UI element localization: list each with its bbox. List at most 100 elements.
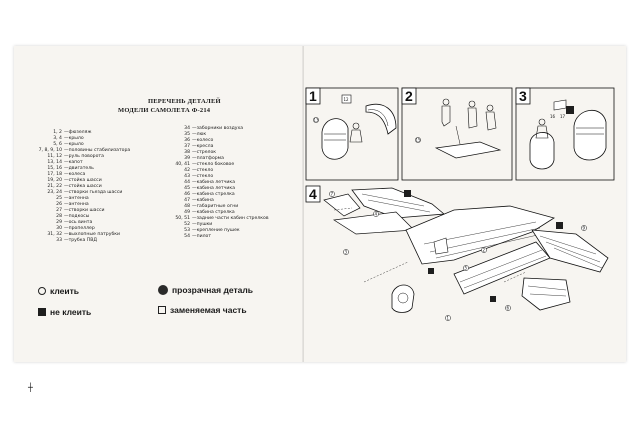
part-name: колеса <box>68 172 86 177</box>
part-name: стекло <box>196 174 214 179</box>
part-row: 1, 2— фюзеляж <box>14 130 130 136</box>
upper-wing-left-ribs <box>361 193 431 213</box>
part-name: ось винта <box>68 220 93 225</box>
step-1-callout-a: 12 <box>344 97 350 102</box>
callout-7: 7 <box>331 192 334 197</box>
part-number: 5, 6 <box>53 142 62 147</box>
part-row: 38— стрелок <box>174 150 269 156</box>
part-number: 15, 16 <box>47 166 62 171</box>
part-name: крепление пушек <box>196 228 240 233</box>
part-row: 49— кабина стрелка <box>174 210 269 216</box>
part-name: кабина летчика <box>196 186 236 191</box>
part-row: 47— кабина <box>174 198 269 204</box>
part-number: 1, 2 <box>53 130 62 135</box>
part-name: платформа <box>196 156 224 161</box>
part-row: 54— пилот <box>174 234 269 240</box>
step-4-panel: 4 3 4 <box>305 185 609 321</box>
part-name: капот <box>68 160 83 165</box>
part-row: 21, 22— стойка шасси <box>14 184 130 190</box>
step-2-figure-3-head <box>486 104 494 112</box>
part-row: 36— колесо <box>174 138 269 144</box>
callout-1: 1 <box>447 316 450 321</box>
part-row: 34— заборники воздуха <box>174 126 269 132</box>
callout-circle-5 <box>463 265 469 271</box>
step-4-number-box <box>305 185 321 203</box>
part-row: 33— трубка ПВД <box>14 238 130 244</box>
engine-cowling <box>391 284 415 313</box>
part-number: 19, 20 <box>47 178 62 183</box>
stabilizer-left <box>323 193 361 217</box>
engine-cowling-ring <box>397 292 409 304</box>
legend-no-glue: не клеить <box>38 307 91 317</box>
step-1-pilot-body <box>349 129 363 143</box>
callout-5: 5 <box>465 266 468 271</box>
part-name: двигатель <box>68 166 94 171</box>
part-name: руль поворота <box>68 154 104 159</box>
part-number: 11, 12 <box>47 154 62 159</box>
step-3-cockpit-shell <box>573 110 607 161</box>
step-3-no-glue-marker <box>566 106 574 114</box>
part-number: 54 <box>184 234 190 239</box>
part-row: 40, 41— стекло боковое <box>175 162 235 167</box>
part-row: 3, 4— крыло <box>14 136 130 142</box>
step-1-frame <box>305 87 399 181</box>
wing-lower-right <box>521 277 571 311</box>
part-name: антенна <box>68 196 89 201</box>
legend-transparent-label: прозрачная деталь <box>172 285 253 295</box>
part-name: кресла <box>196 144 214 149</box>
part-row: 31, 32— выхлопные патрубки <box>14 232 130 238</box>
part-row: 11, 12— руль поворота <box>14 154 130 160</box>
step-1-number: 1 <box>309 88 317 104</box>
part-row: 45— кабина летчика <box>174 186 269 192</box>
step-3-fuselage-section <box>529 132 555 170</box>
part-name: крыло <box>68 142 84 147</box>
part-number: 42 <box>184 168 190 173</box>
step-2-guide-line <box>455 125 461 145</box>
part-name: пропеллер <box>68 226 95 231</box>
part-number: 33 <box>56 238 62 243</box>
guide-line-1 <box>363 261 409 283</box>
part-number: 49 <box>184 210 190 215</box>
step-2-platform <box>434 141 502 159</box>
guide-line-2 <box>503 271 527 283</box>
no-glue-marker-1 <box>404 190 411 197</box>
part-number: 36 <box>184 138 190 143</box>
step-1-callout-b: 13 <box>314 118 320 123</box>
step-1-panel: 1 12 13 <box>305 87 399 181</box>
part-number: 34 <box>184 126 190 131</box>
step-2-callout-circle <box>415 137 421 143</box>
part-name: стекло <box>196 168 214 173</box>
part-name: подкосы <box>68 214 90 219</box>
part-number: 52 <box>184 222 190 227</box>
no-glue-marker-2 <box>556 222 563 229</box>
open-square-icon <box>158 306 166 314</box>
legend-replaceable: заменяемая часть <box>158 305 247 315</box>
part-number: 23, 24 <box>47 190 62 195</box>
callout-9: 9 <box>583 226 586 231</box>
callout-3: 3 <box>345 250 348 255</box>
step-3-panel: 3 16 17 <box>515 87 615 181</box>
legend-glue-label: клеить <box>50 286 79 296</box>
part-number: 26 <box>56 202 62 207</box>
step-3-pilot-body <box>535 125 549 139</box>
instruction-sheet: ПЕРЕЧЕНЬ ДЕТАЛЕЙ МОДЕЛИ САМОЛЕТА Ф-214 1… <box>14 46 626 392</box>
callout-6: 6 <box>507 306 510 311</box>
part-row: 35— люк <box>174 132 269 138</box>
part-row: 44— кабина летчика <box>174 180 269 186</box>
part-row: 13, 14— капот <box>14 160 130 166</box>
legend-no-glue-label: не клеить <box>50 307 92 317</box>
part-number: 30 <box>56 226 62 231</box>
part-number: 44 <box>184 180 190 185</box>
part-row: 23, 24— створки гьезда шасси <box>14 190 130 196</box>
open-circle-icon <box>38 287 46 295</box>
canopy-part <box>433 237 449 255</box>
part-number: 28 <box>56 214 62 219</box>
part-number: 43 <box>184 174 190 179</box>
part-row: 15, 16— двигатель <box>14 166 130 172</box>
part-number: 17, 18 <box>47 172 62 177</box>
part-row: 53— крепление пушек <box>174 228 269 234</box>
part-number: 3, 4 <box>53 136 62 141</box>
part-row: 50, 51— задние части кабин стрелков <box>175 216 269 221</box>
fuselage-lower-lines <box>459 249 547 289</box>
